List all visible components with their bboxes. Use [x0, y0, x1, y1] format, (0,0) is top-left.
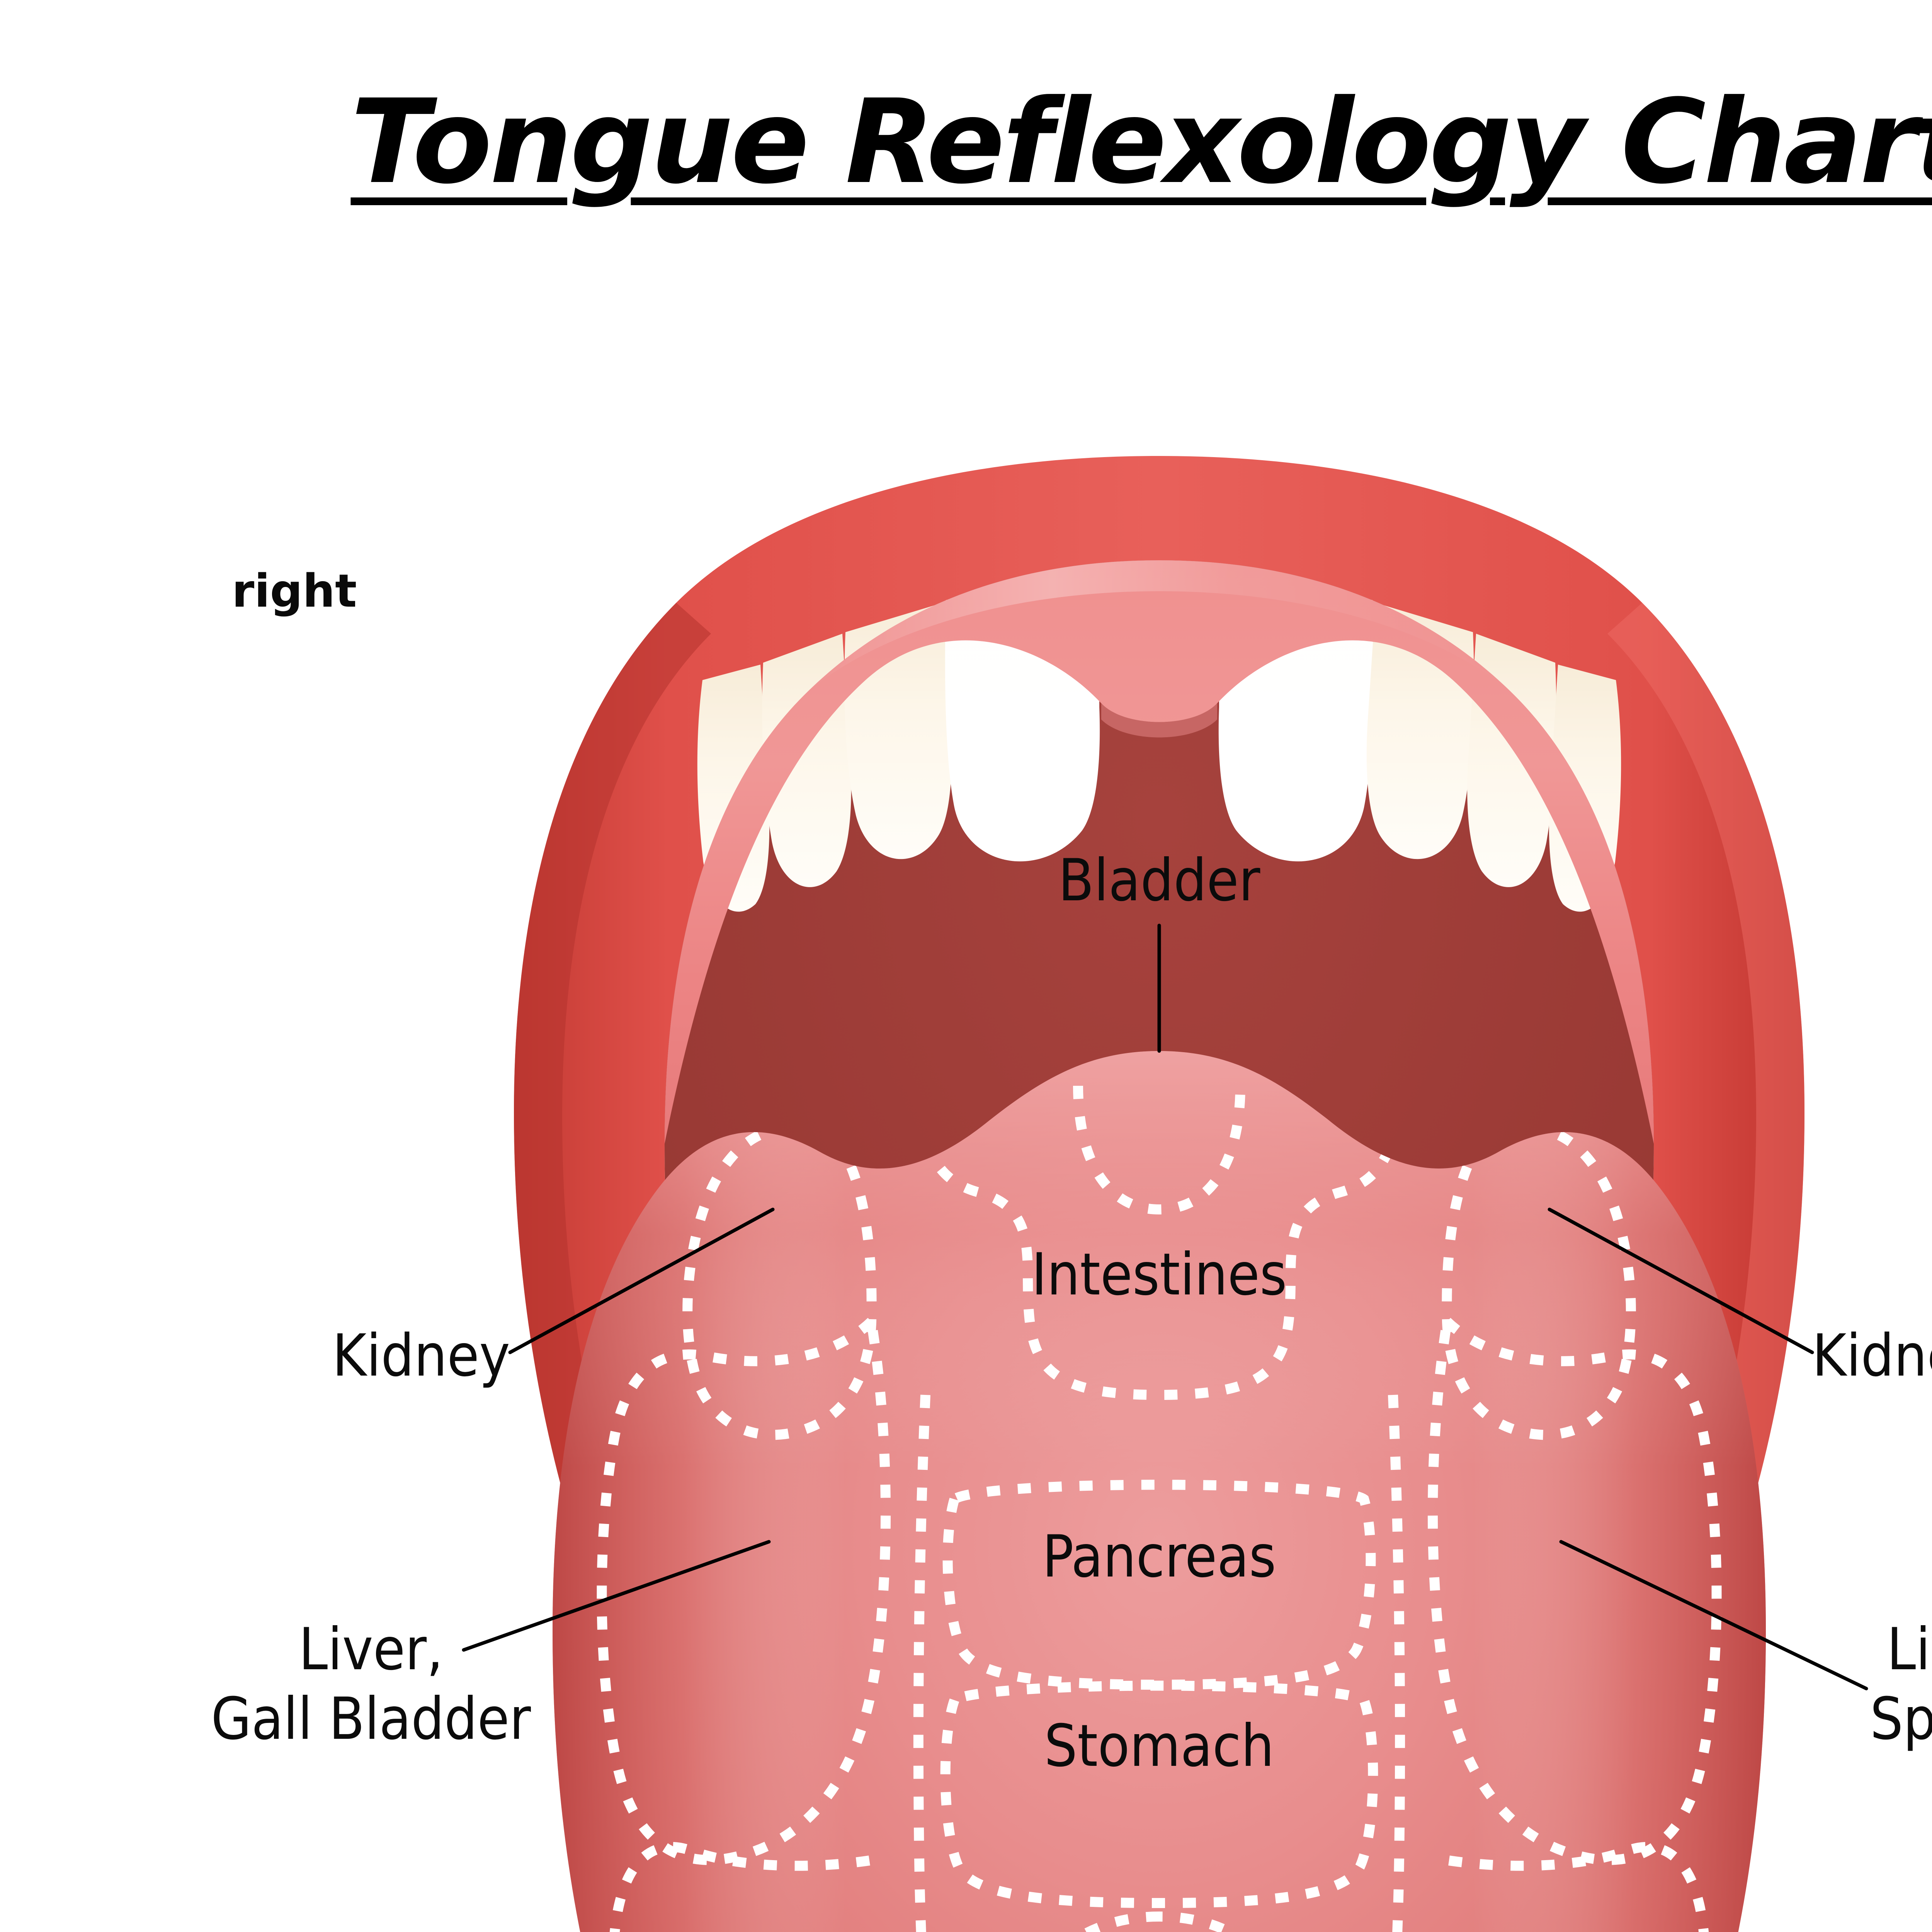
- leader-line-liver-gallbladder: [462, 1540, 771, 1652]
- callout-label-kidney-left: Kidney: [1812, 1322, 1932, 1389]
- zone-label-bladder: Bladder: [1058, 847, 1260, 914]
- leader-line-kidney-right: [508, 1208, 775, 1354]
- orientation-label-right: right: [232, 564, 357, 617]
- callout-label-liver-gallbladder-line1: Liver,: [299, 1616, 443, 1683]
- upper-lip-sheen: [804, 560, 1515, 696]
- cupids-bow-notch: [1101, 703, 1217, 738]
- zone-labels-group: Bladder Intestines Pancreas Stomach Hear…: [1032, 847, 1287, 1780]
- upper-lip-group: [665, 560, 1654, 1144]
- callout-label-liver-gallbladder-line2: Gall Bladder: [211, 1685, 531, 1753]
- upper-teeth-group: [697, 572, 1621, 912]
- reflex-zone-outlines: [597, 1085, 1722, 1932]
- zone-outline-liver-gallbladder-right: [597, 1311, 891, 1865]
- zone-outline-stomach: [940, 1680, 1378, 1908]
- callout-label-liver-spleen-line1: Liver,: [1887, 1616, 1932, 1683]
- callout-labels-group: Kidney Liver, Gall Bladder Lung Kidney L…: [211, 1322, 1932, 1753]
- callout-label-kidney-right: Kidney: [332, 1322, 510, 1389]
- zone-outline-liver-spleen-left: [1427, 1311, 1722, 1865]
- callout-label-liver-spleen-line2: Spleen: [1870, 1685, 1932, 1753]
- page-title: Tongue Reflexology Chart: [350, 75, 1932, 209]
- tongue-group: [553, 1051, 1766, 1932]
- zone-label-intestines: Intestines: [1032, 1241, 1287, 1308]
- leader-lines-group: [462, 923, 1868, 1690]
- zone-label-stomach: Stomach: [1044, 1713, 1274, 1780]
- page-title-container: Tongue Reflexology Chart: [0, 81, 1932, 203]
- leader-line-kidney-left: [1548, 1208, 1814, 1354]
- zone-outline-pancreas: [942, 1480, 1376, 1690]
- upper-lip-pad: [665, 560, 1654, 1144]
- zone-outline-bladder: [1073, 1085, 1245, 1215]
- leader-line-liver-spleen: [1559, 1540, 1868, 1690]
- zone-label-pancreas: Pancreas: [1042, 1523, 1276, 1590]
